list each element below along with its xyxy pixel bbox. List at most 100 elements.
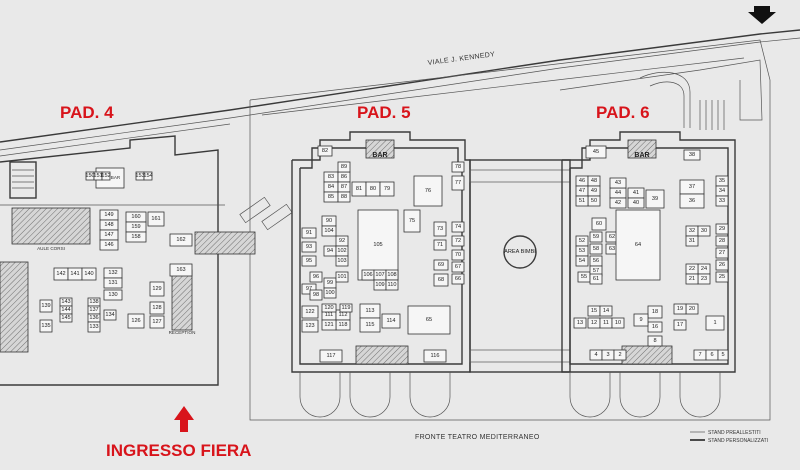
stand-pad5-95[interactable] — [301, 255, 317, 267]
stand-pad6-18[interactable] — [647, 305, 663, 319]
stand-pad6-64[interactable] — [615, 209, 661, 281]
stand-pad6-38[interactable] — [683, 149, 701, 161]
stand-pad5-67[interactable] — [451, 261, 465, 273]
stand-pad6-13[interactable] — [573, 317, 587, 329]
stand-pad6-40[interactable] — [627, 197, 645, 209]
stand-pad6-2[interactable] — [613, 349, 627, 361]
stand-pad4-133[interactable] — [87, 321, 101, 333]
stand-pad6-14[interactable] — [599, 305, 613, 317]
stand-pad5-72[interactable] — [451, 235, 465, 247]
stand-pad5-96[interactable] — [309, 271, 323, 283]
stand-pad5-114[interactable] — [381, 313, 401, 329]
stand-pad5-122[interactable] — [301, 305, 319, 319]
stand-pad4-163[interactable] — [169, 263, 193, 277]
stand-pad6-5[interactable] — [717, 349, 729, 361]
stand-pad4-135[interactable] — [39, 319, 53, 333]
stand-pad5-91[interactable] — [301, 227, 317, 239]
stand-pad6-36[interactable] — [679, 193, 705, 209]
stand-pad5-89[interactable] — [337, 161, 351, 173]
stand-pad4-128[interactable] — [149, 301, 165, 315]
stand-pad5-123[interactable] — [301, 319, 319, 333]
stand-pad5-75[interactable] — [403, 209, 421, 233]
stand-number: 23 — [701, 276, 707, 282]
stand-pad5-77[interactable] — [451, 175, 465, 191]
stand-pad5-71[interactable] — [433, 239, 447, 251]
stand-pad6-9[interactable] — [633, 313, 649, 327]
stand-pad6-19[interactable] — [673, 303, 687, 315]
stand-pad6-45[interactable] — [585, 145, 607, 159]
stand-pad5-104[interactable] — [321, 225, 337, 237]
stand-pad4-152[interactable] — [101, 171, 111, 181]
stand-pad5-98[interactable] — [309, 289, 323, 301]
stand-pad5-100[interactable] — [323, 287, 337, 299]
stand-pad5-121[interactable] — [321, 319, 337, 331]
stand-pad6-60[interactable] — [591, 217, 607, 231]
stand-pad5-88[interactable] — [337, 191, 351, 203]
stand-pad6-61[interactable] — [589, 273, 603, 285]
stand-pad6-30[interactable] — [697, 225, 711, 237]
stand-pad6-43[interactable] — [609, 177, 627, 189]
stand-pad4-131[interactable] — [103, 277, 123, 289]
stand-pad5-79[interactable] — [379, 181, 395, 197]
stand-pad6-28[interactable] — [715, 235, 729, 247]
stand-pad6-8[interactable] — [647, 335, 663, 347]
stand-pad6-42[interactable] — [609, 197, 627, 209]
stand-pad5-101[interactable] — [335, 271, 349, 283]
stand-pad4-130[interactable] — [103, 289, 123, 301]
stand-pad5-76[interactable] — [413, 175, 443, 207]
stand-pad4-146[interactable] — [99, 239, 119, 251]
stand-pad6-16[interactable] — [647, 321, 663, 333]
stand-number: 47 — [579, 188, 585, 194]
stand-pad5-65[interactable] — [407, 305, 451, 335]
stand-pad5-103[interactable] — [335, 255, 349, 267]
stand-pad4-127[interactable] — [149, 315, 165, 329]
stand-pad5-115[interactable] — [359, 317, 381, 333]
stand-pad4-134[interactable] — [103, 309, 117, 321]
stand-pad5-105[interactable] — [357, 209, 399, 281]
stand-pad6-1[interactable] — [705, 315, 725, 331]
stand-number: 72 — [455, 238, 461, 244]
stand-pad4-161[interactable] — [147, 211, 165, 227]
stand-pad4-162[interactable] — [169, 233, 193, 247]
stand-pad5-74[interactable] — [451, 221, 465, 233]
stand-pad5-93[interactable] — [301, 241, 317, 253]
stand-pad5-119[interactable] — [339, 303, 353, 313]
stand-pad6-33[interactable] — [715, 195, 729, 207]
stand-pad5-116[interactable] — [423, 349, 447, 363]
stand-pad4-145[interactable] — [59, 313, 73, 323]
stand-pad4-139[interactable] — [39, 299, 53, 313]
stand-pad6-51[interactable] — [575, 195, 589, 207]
stand-pad6-29[interactable] — [715, 223, 729, 235]
stand-pad6-58[interactable] — [589, 243, 603, 255]
stand-pad5-82[interactable] — [317, 145, 333, 157]
stand-pad6-17[interactable] — [673, 319, 687, 331]
stand-pad4-126[interactable] — [127, 313, 145, 329]
stand-pad5-78[interactable] — [451, 161, 465, 173]
stand-pad5-66[interactable] — [451, 273, 465, 285]
stand-pad6-54[interactable] — [575, 255, 589, 267]
stand-number: 52 — [579, 238, 585, 244]
stand-number: 82 — [322, 148, 328, 154]
stand-pad4-129[interactable] — [149, 281, 165, 297]
stand-pad5-68[interactable] — [433, 273, 449, 287]
stand-pad4-140[interactable] — [81, 267, 97, 281]
stand-pad6-27[interactable] — [715, 247, 729, 259]
stand-pad6-25[interactable] — [715, 271, 729, 283]
stand-pad5-73[interactable] — [433, 221, 447, 237]
stand-pad5-117[interactable] — [319, 349, 343, 363]
stand-number: 121 — [324, 322, 333, 328]
stand-pad4-158[interactable] — [125, 231, 147, 243]
stand-pad6-31[interactable] — [685, 235, 699, 247]
stand-pad5-120[interactable] — [321, 303, 337, 313]
stand-pad4-154[interactable] — [143, 171, 153, 181]
stand-number: 25 — [719, 274, 725, 280]
stand-pad6-26[interactable] — [715, 259, 729, 271]
stand-pad6-39[interactable] — [645, 189, 665, 209]
stand-pad5-70[interactable] — [451, 249, 465, 261]
stand-pad6-59[interactable] — [589, 231, 603, 243]
stand-pad5-110[interactable] — [385, 279, 399, 291]
stand-pad6-10[interactable] — [611, 317, 625, 329]
stand-pad6-21[interactable] — [685, 273, 699, 285]
stand-pad5-97[interactable] — [301, 283, 317, 295]
stand-pad5-69[interactable] — [433, 259, 449, 271]
